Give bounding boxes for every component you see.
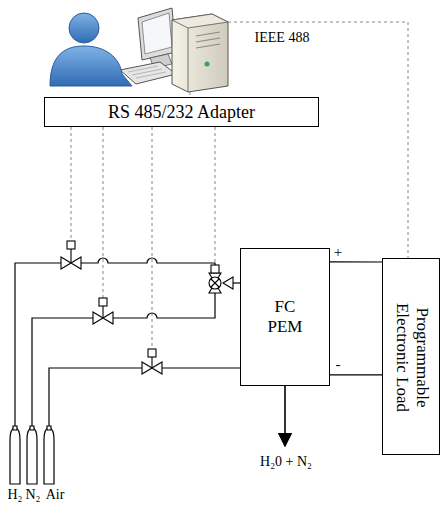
gas-label: N₂: [26, 488, 41, 502]
three-way-valve: [209, 265, 233, 293]
gas-label: H₂: [8, 488, 23, 502]
bus-label: IEEE 488: [255, 31, 310, 45]
exhaust-label: H₂0 + N₂: [260, 455, 312, 469]
gas-label: Air: [46, 488, 65, 502]
power-wire: [330, 261, 382, 262]
node-text: Programmable Electronic Load: [392, 283, 431, 433]
user-icon: [50, 13, 132, 86]
fuel-cell-box: FC PEM: [240, 248, 330, 386]
valve-symbol: [61, 241, 162, 374]
computer-icon: [120, 8, 228, 92]
power-wire: [330, 374, 382, 375]
gas-pipe: [15, 258, 240, 426]
polarity-sign: -: [336, 357, 341, 372]
polarity-sign: +: [334, 245, 342, 260]
gas-cylinder: [10, 426, 54, 484]
electronic-load-box: Programmable Electronic Load: [382, 258, 440, 455]
exhaust-arrow: [284, 386, 286, 446]
node-text: RS 485/232 Adapter: [108, 102, 255, 123]
adapter-box: RS 485/232 Adapter: [44, 97, 319, 127]
node-text: FC PEM: [264, 297, 306, 336]
